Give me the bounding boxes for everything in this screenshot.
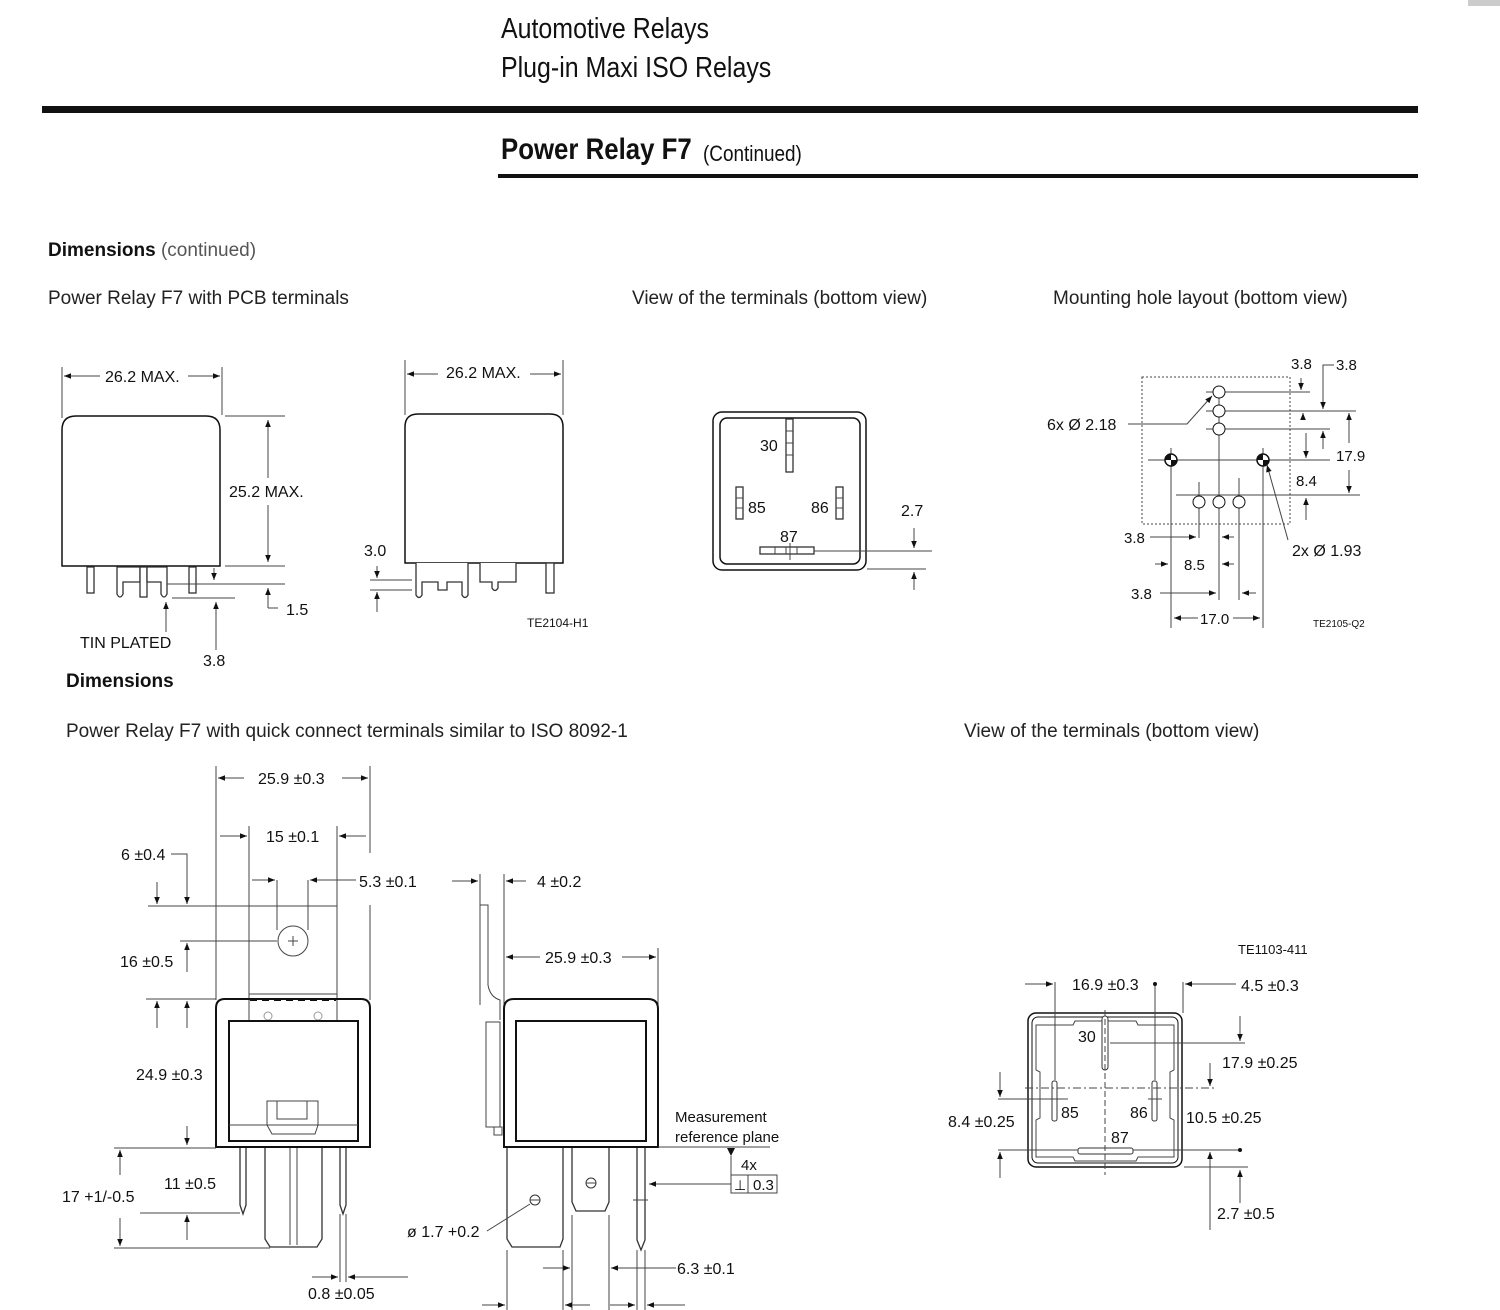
drawing-id-te2104: TE2104-H1 [527, 616, 589, 630]
qc-tab-width-label: 6.3 ±0.1 [677, 1261, 735, 1278]
scrollbar[interactable] [1468, 0, 1500, 6]
qcb-pin85-label: 8.4 ±0.25 [948, 1114, 1015, 1131]
qc-hole-label: ø 1.7 +0.2 [407, 1224, 480, 1241]
header-divider [42, 106, 1418, 113]
qcb-terminal-30-label: 30 [1078, 1029, 1096, 1046]
section-title: Power Relay F7 [501, 133, 723, 167]
pcb-pin-offset-label: 1.5 [286, 602, 308, 619]
dimensions-heading-2: Dimensions [66, 671, 174, 692]
terminal-view-drawing: 30 85 86 87 2.7 [712, 411, 932, 590]
qcb-edge-label: 4.5 ±0.3 [1241, 978, 1299, 995]
pcb-height-label: 25.2 MAX. [229, 484, 304, 501]
qcb-pin-spacing-label: 16.9 ±0.3 [1072, 977, 1139, 994]
doc-subcategory: Plug-in Maxi ISO Relays [501, 52, 772, 84]
terminal-86-label: 86 [811, 500, 829, 517]
tolerance-value-label: 0.3 [753, 1177, 774, 1194]
caption-mounting-layout: Mounting hole layout (bottom view) [1053, 288, 1348, 309]
quick-connect-front-drawing: 25.9 ±0.3 15 ±0.1 6 ±0.4 5.3 ±0.1 16 ±0.… [62, 766, 417, 1303]
qc-side-width-label: 25.9 ±0.3 [545, 950, 612, 967]
ref-plane-label-1: Measurement [675, 1109, 768, 1126]
large-holes-label: 6x Ø 2.18 [1047, 417, 1116, 434]
mount-dim-3: 17.9 [1336, 448, 1365, 465]
qc-bracket-offset-label: 4 ±0.2 [537, 874, 581, 891]
mount-dim-7: 3.8 [1131, 586, 1152, 603]
section-title-suffix: (Continued) [703, 141, 802, 166]
qc-pin-long-label: 17 +1/-0.5 [62, 1189, 135, 1206]
perpendicularity-icon: ⊥ [734, 1177, 746, 1193]
caption-terminals-bottom-2: View of the terminals (bottom view) [964, 721, 1260, 742]
drawing-id-te1103: TE1103-411 [1238, 942, 1308, 957]
terminal-87-label: 87 [780, 529, 798, 546]
qc-pin-thickness-label: 0.8 ±0.05 [308, 1286, 375, 1303]
caption-terminals-bottom: View of the terminals (bottom view) [632, 288, 928, 309]
dimensions-heading-label: Dimensions [48, 240, 156, 261]
mount-dim-2: 3.8 [1336, 357, 1357, 374]
pcb-side-drawing: 26.2 MAX. 3.0 TE2104-H1 [364, 360, 589, 630]
qcb-terminal-86-label: 86 [1130, 1105, 1148, 1122]
mount-dim-1: 3.8 [1291, 356, 1312, 373]
mounting-layout-drawing: 6x Ø 2.18 2x Ø 1.93 3.8 3.8 17.9 8.4 3.8… [1047, 356, 1365, 630]
terminal-offset-label: 2.7 [901, 503, 923, 520]
caption-quick-connect: Power Relay F7 with quick connect termin… [66, 721, 628, 742]
pcb-pin-length-label: 3.8 [203, 653, 225, 670]
ref-plane-label-2: reference plane [675, 1129, 779, 1146]
qcb-pin87-label: 2.7 ±0.5 [1217, 1206, 1275, 1223]
locating-hole-right [1256, 453, 1270, 467]
mount-dim-6: 8.5 [1184, 557, 1205, 574]
qc-bracket-width-label: 15 ±0.1 [266, 829, 319, 846]
drawing-id-te2105: TE2105-Q2 [1313, 619, 1365, 630]
qcb-terminal-85-label: 85 [1061, 1105, 1079, 1122]
mount-dim-8: 17.0 [1200, 611, 1229, 628]
dimensions-heading-suffix: (continued) [160, 240, 257, 261]
section-divider [498, 174, 1418, 178]
caption-pcb: Power Relay F7 with PCB terminals [48, 288, 349, 309]
qc-hole-dia-label: 5.3 ±0.1 [359, 874, 417, 891]
terminal-85-label: 85 [748, 500, 766, 517]
doc-category: Automotive Relays [501, 13, 709, 45]
tolerance-count-label: 4x [741, 1157, 757, 1174]
qc-body-height-label: 24.9 ±0.3 [136, 1067, 203, 1084]
qc-pin-short-label: 11 ±0.5 [164, 1176, 216, 1193]
qc-overall-width-label: 25.9 ±0.3 [258, 771, 325, 788]
qcb-pin86-label: 10.5 ±0.25 [1186, 1110, 1262, 1127]
locating-hole-left [1164, 453, 1178, 467]
qcb-terminal-87-label: 87 [1111, 1130, 1129, 1147]
tin-plated-label: TIN PLATED [80, 635, 171, 652]
qcb-pin30-label: 17.9 ±0.25 [1222, 1055, 1298, 1072]
quick-connect-bottom-drawing: TE1103-411 16.9 ±0.3 4.5 ±0.3 17.9 ±0.25… [948, 942, 1308, 1230]
pcb-width-label: 26.2 MAX. [105, 369, 180, 386]
section-title-main: Power Relay F7 [501, 133, 692, 166]
mount-dim-5: 3.8 [1124, 530, 1145, 547]
pcb-side-width-label: 26.2 MAX. [446, 365, 521, 382]
terminal-30-label: 30 [760, 438, 778, 455]
pcb-standoff-label: 3.0 [364, 543, 386, 560]
quick-connect-side-drawing: 4 ±0.2 25.9 ±0.3 Measurement reference p… [407, 874, 779, 1310]
qc-bracket-top-label: 6 ±0.4 [121, 847, 165, 864]
pcb-front-drawing: 26.2 MAX. 25.2 MAX. 1.5 TIN PLATED 3.8 [61, 367, 308, 670]
small-holes-label: 2x Ø 1.93 [1292, 543, 1361, 560]
mount-dim-4: 8.4 [1296, 473, 1317, 490]
dimensions-heading: Dimensions (continued) [48, 240, 256, 262]
qc-hole-offset-label: 16 ±0.5 [120, 954, 173, 971]
